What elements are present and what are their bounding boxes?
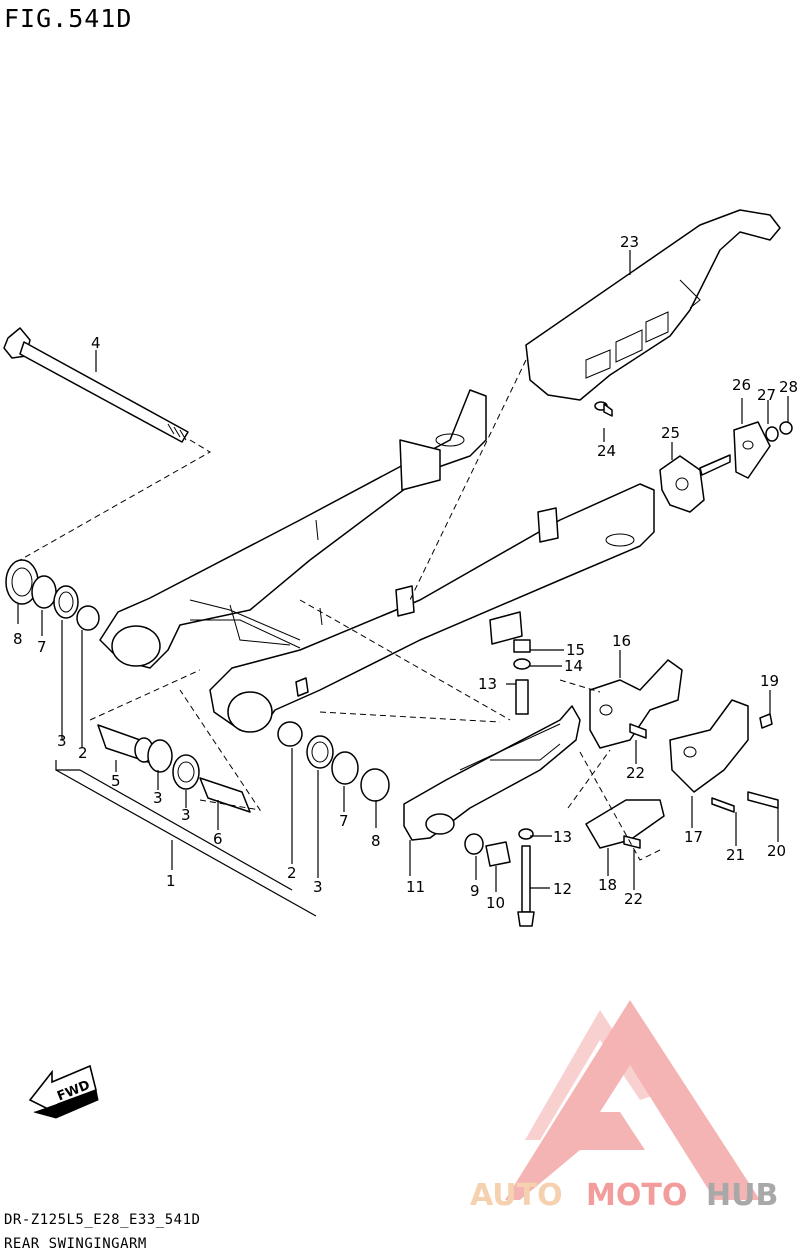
callout-16: 16	[612, 632, 631, 650]
watermark-part-2: MOTO	[586, 1178, 687, 1213]
callout-26: 26	[732, 376, 751, 394]
model-code: DR-Z125L5_E28_E33_541D	[4, 1212, 201, 1228]
callout-8-left: 8	[13, 630, 23, 648]
callout-3-c: 3	[181, 806, 191, 824]
callout-28: 28	[779, 378, 798, 396]
callout-4: 4	[91, 334, 101, 352]
callout-22-lower: 22	[624, 890, 643, 908]
pivot-shaft	[3, 327, 211, 561]
callout-19: 19	[760, 672, 779, 690]
callout-20: 20	[767, 842, 786, 860]
callout-3-d: 3	[313, 878, 323, 896]
callout-15: 15	[566, 641, 585, 659]
chain-case	[409, 209, 781, 601]
callout-1: 1	[166, 872, 176, 890]
chain-slider	[299, 599, 581, 841]
pivot-bearings-left	[5, 559, 100, 631]
callout-5: 5	[111, 772, 121, 790]
section-name: REAR SWINGINGARM	[4, 1236, 147, 1252]
leader-lines	[17, 250, 789, 917]
callout-17: 17	[684, 828, 703, 846]
callout-18: 18	[598, 876, 617, 894]
watermark-logo: AUTO MOTO HUB	[470, 1000, 778, 1213]
swingarm-body	[99, 389, 655, 733]
callout-27: 27	[757, 386, 776, 404]
callout-6: 6	[213, 830, 223, 848]
pivot-bearings-right	[89, 669, 390, 813]
callout-labels: 1 2 2 3 3 3 3 4 5 6 7 7 8 8 9 10 11 12 1…	[13, 233, 798, 912]
callout-2-right: 2	[287, 864, 297, 882]
callout-12: 12	[553, 880, 572, 898]
callout-24: 24	[597, 442, 616, 460]
watermark-part-3: HUB	[706, 1178, 778, 1213]
slider-hardware	[464, 639, 535, 927]
callout-13-upper: 13	[478, 675, 497, 693]
callout-3-b: 3	[153, 789, 163, 807]
callout-22-upper: 22	[626, 764, 645, 782]
watermark-part-1: AUTO	[470, 1178, 563, 1213]
callout-11: 11	[406, 878, 425, 896]
figure-title: FIG.541D	[4, 4, 133, 33]
chain-adjuster	[659, 421, 793, 513]
callout-9: 9	[470, 882, 480, 900]
mount-brackets	[559, 659, 779, 861]
callout-14: 14	[564, 657, 583, 675]
callout-7-left: 7	[37, 638, 47, 656]
callout-13-lower: 13	[553, 828, 572, 846]
callout-3-a: 3	[57, 732, 67, 750]
callout-21: 21	[726, 846, 745, 864]
callout-8-right: 8	[371, 832, 381, 850]
callout-25: 25	[661, 424, 680, 442]
forward-direction-arrow: FWD	[28, 1064, 99, 1119]
callout-10: 10	[486, 894, 505, 912]
callout-7-right: 7	[339, 812, 349, 830]
callout-2-left: 2	[78, 744, 88, 762]
callout-23: 23	[620, 233, 639, 251]
